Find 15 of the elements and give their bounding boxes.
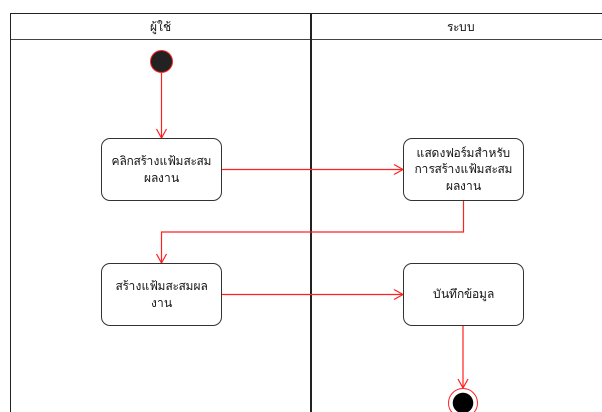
arrow (222, 288, 404, 300)
start-node (150, 50, 173, 73)
action-box: คลิกสร้างแฟ้มสะสมผลงาน (101, 138, 222, 201)
action-box: บันทึกข้อมูล (403, 263, 524, 326)
lane-header: ระบบ (312, 14, 602, 40)
lane-header: ผู้ใช้ (11, 14, 310, 40)
end-node (448, 388, 478, 412)
action-box: สร้างแฟ้มสะสมผลงาน (101, 263, 222, 326)
arrow (222, 164, 404, 176)
arrow (156, 73, 168, 139)
swimlane (10, 13, 311, 412)
action-box: แสดงฟอร์มสำหรับการสร้างแฟ้มสะสมผลงาน (403, 138, 524, 201)
arrow (457, 326, 469, 389)
swimlane (311, 13, 602, 412)
arrow (156, 201, 464, 264)
